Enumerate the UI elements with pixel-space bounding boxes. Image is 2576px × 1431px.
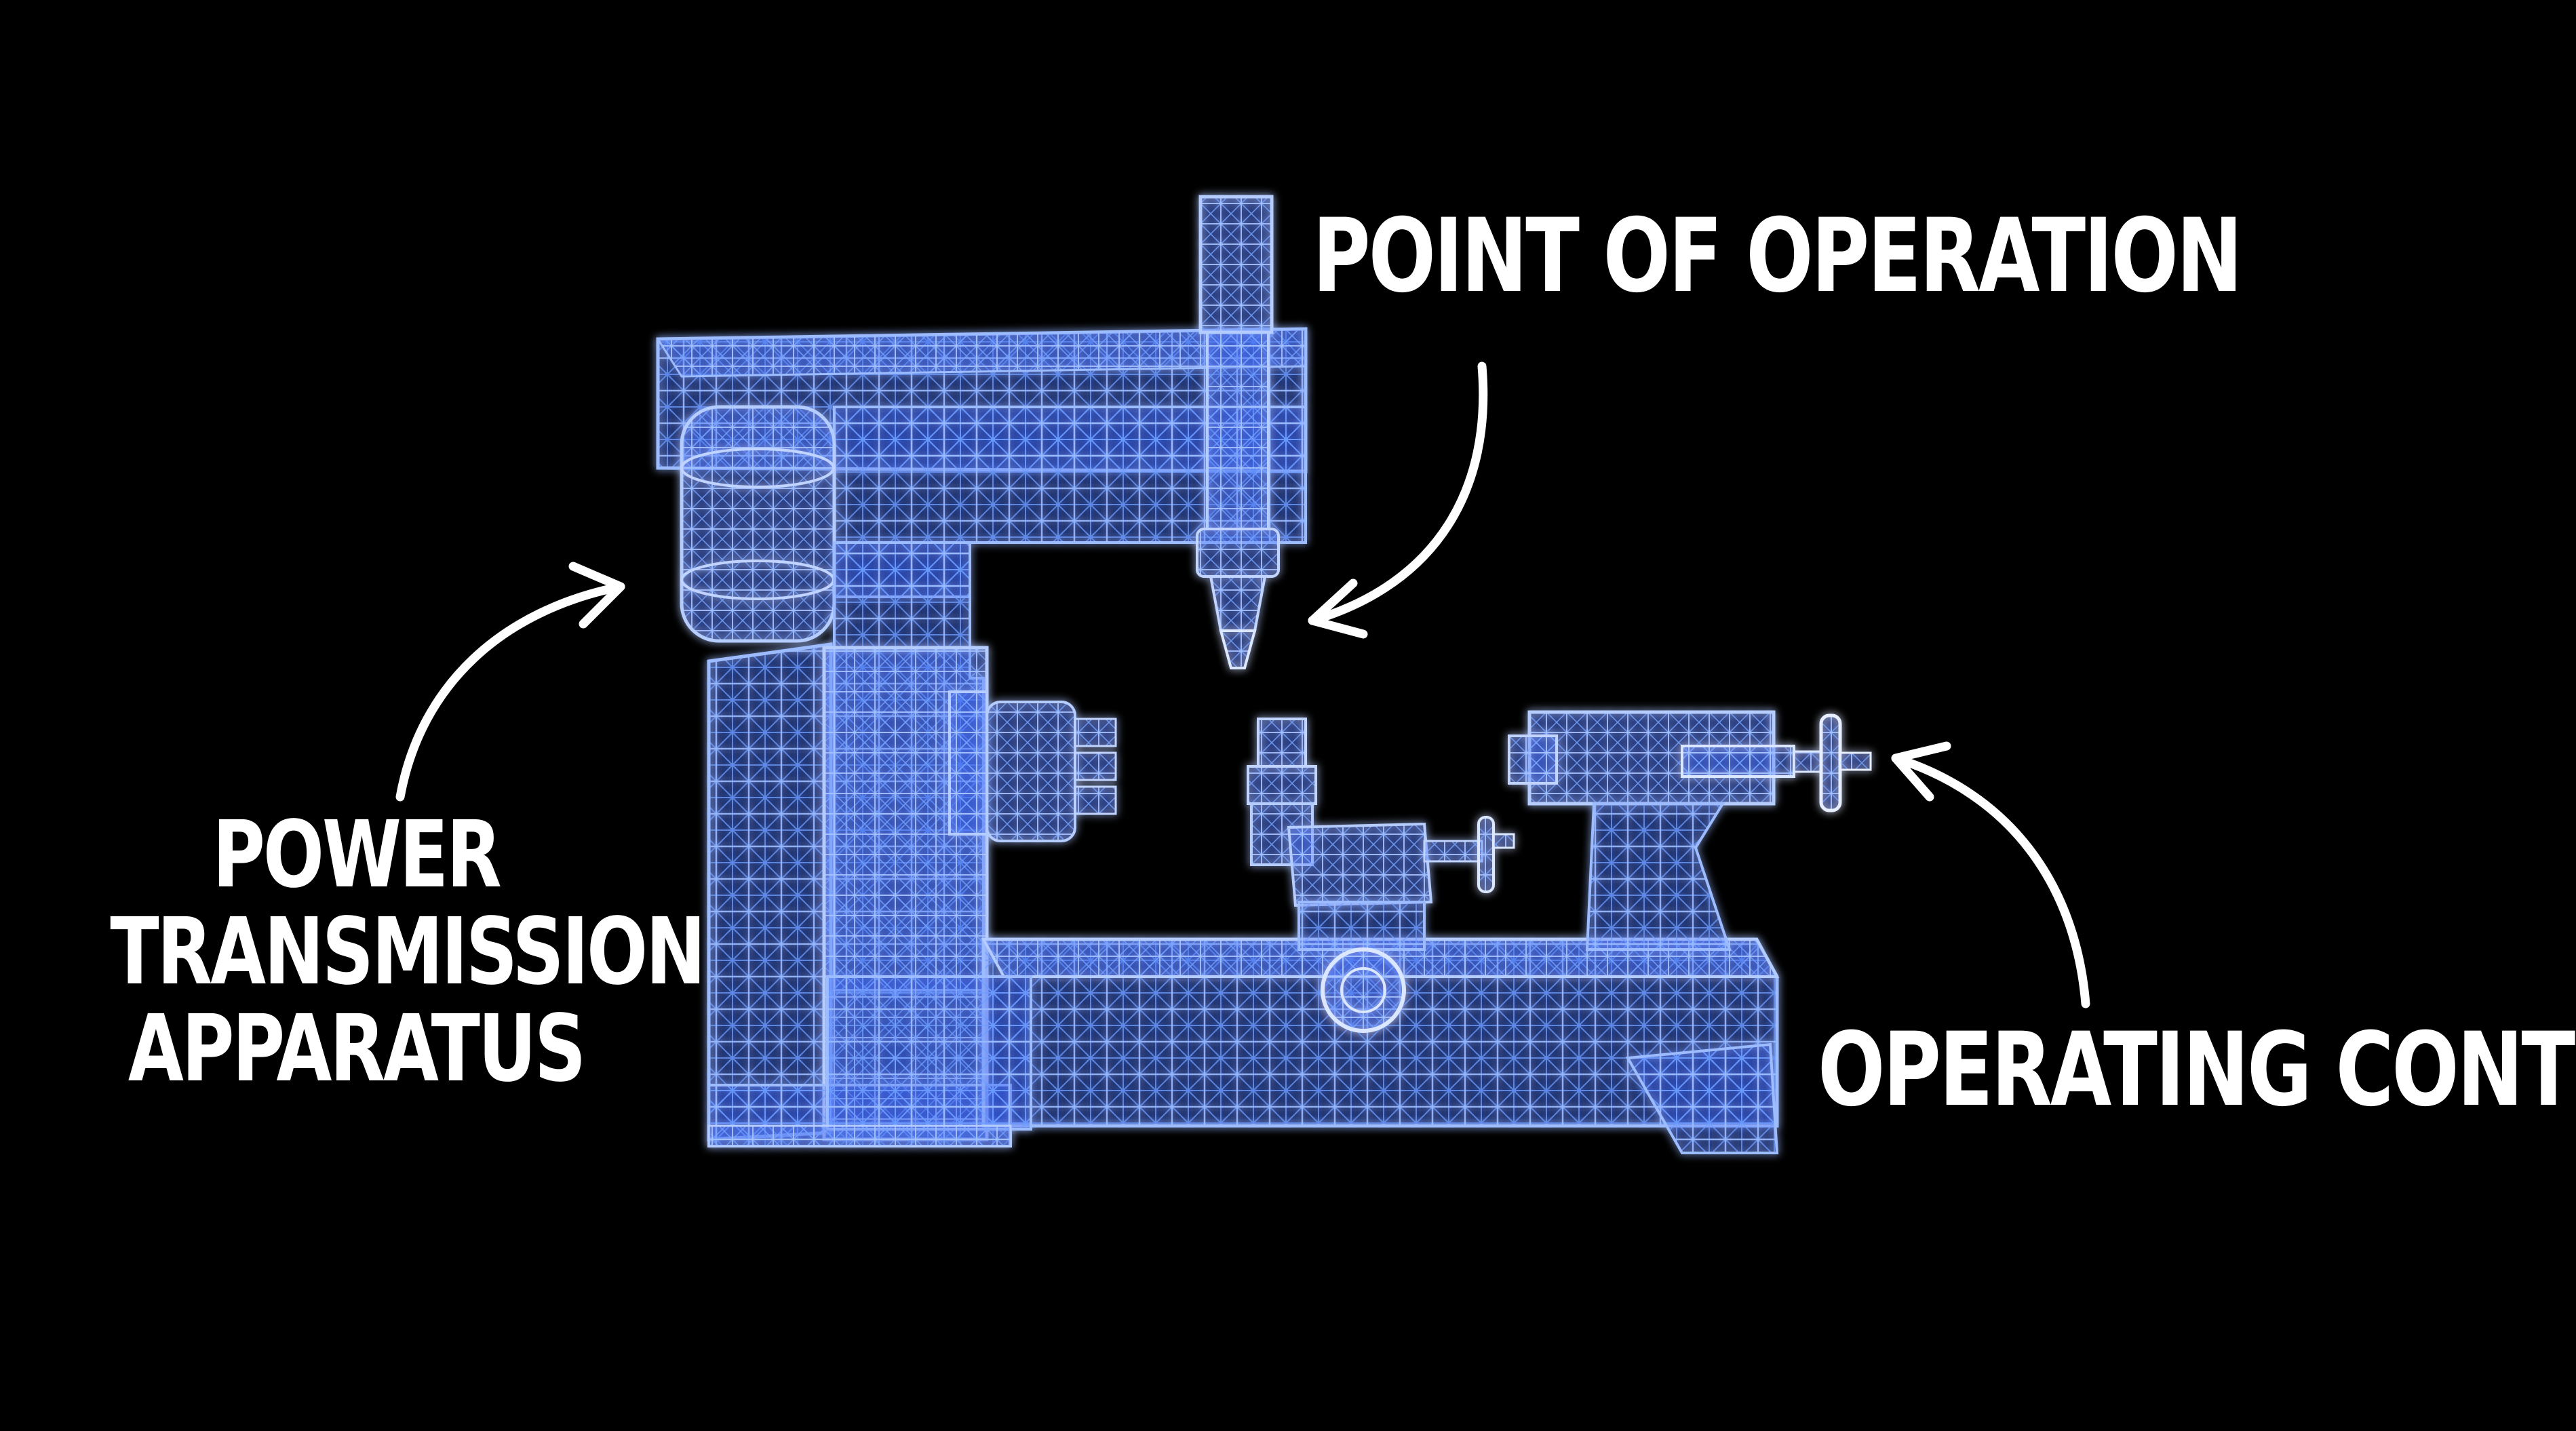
lathe-chuck [948, 690, 1117, 842]
label-operating-controls: OPERATING CONTROLS [1818, 1011, 2576, 1129]
tailstock [1508, 710, 1872, 951]
machine-body [656, 195, 1872, 1154]
label-line: APPARATUS [128, 995, 586, 1103]
carriage-toolpost [1247, 718, 1515, 1033]
motor-drum [680, 405, 836, 643]
arrow-point-of-operation [1308, 361, 1488, 639]
label-line: POWER [212, 802, 502, 909]
label-power-transmission-apparatus: POWER TRANSMISSION APPARATUS [110, 802, 705, 1103]
annotation-arrows [395, 361, 2090, 1008]
arrow-power-transmission [395, 562, 625, 802]
label-line: TRANSMISSION [110, 898, 705, 1006]
arrow-operating-controls [1891, 741, 2090, 1008]
drill-spindle [1196, 195, 1280, 669]
label-point-of-operation: POINT OF OPERATION [1312, 197, 2243, 315]
